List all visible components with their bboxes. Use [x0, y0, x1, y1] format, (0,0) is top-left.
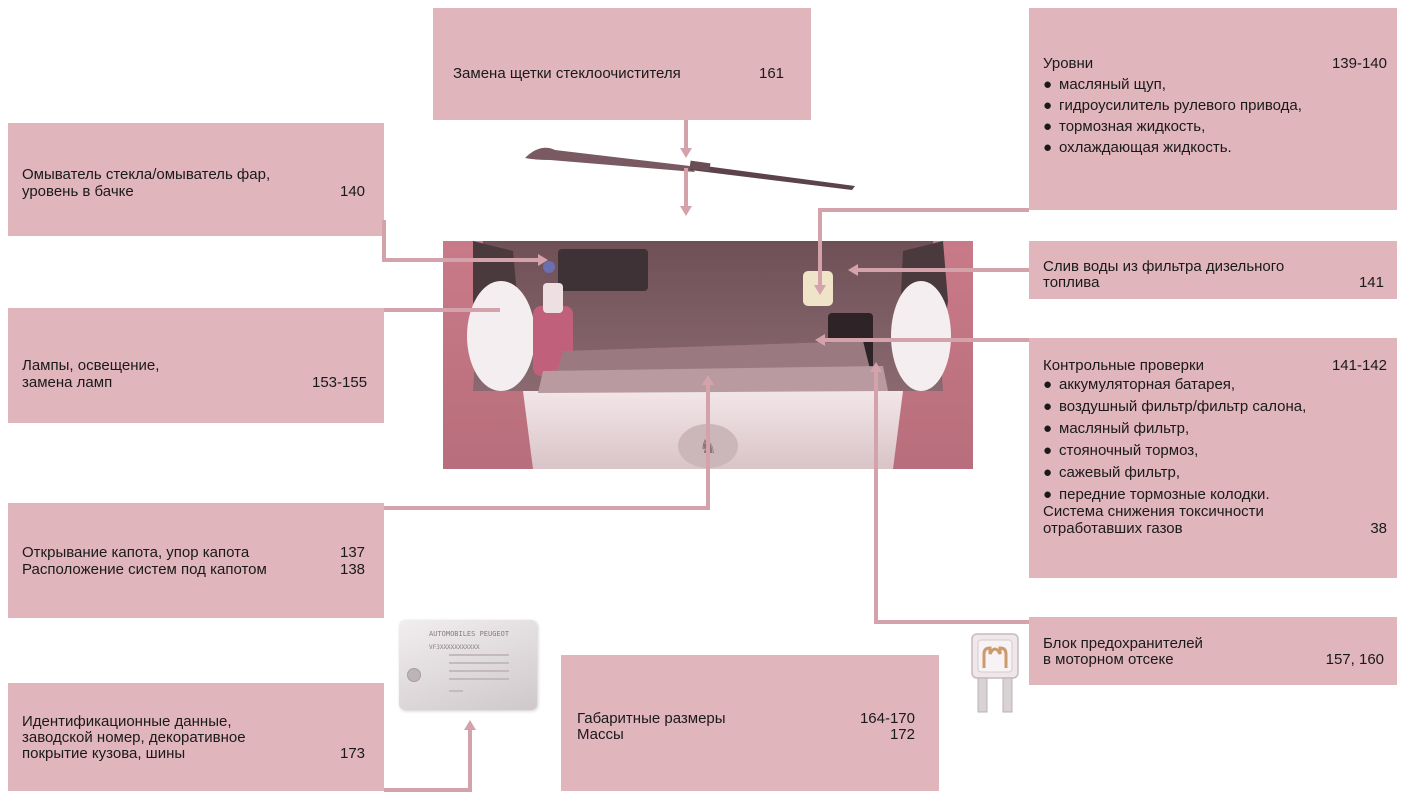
- checks-item: ●воздушный фильтр/фильтр салона,: [1043, 398, 1307, 415]
- wiper-illustration: [525, 147, 855, 190]
- checks-extra-line2: отработавших газов: [1043, 520, 1183, 537]
- dims-row1-label: Габаритные размеры: [577, 710, 726, 727]
- ident-connector: [384, 730, 472, 792]
- levels-item: ●тормозная жидкость,: [1043, 118, 1206, 135]
- plate-body: AUTOMOBILES PEUGEOT VF3XXXXXXXXXXX: [399, 620, 537, 710]
- plate-vin: VF3XXXXXXXXXXX: [429, 644, 480, 651]
- fuse-line1: Блок предохранителей: [1043, 635, 1203, 652]
- lamps-panel: Лампы, освещение, замена ламп 153-155: [8, 308, 384, 423]
- bonnet-panel: Открывание капота, упор капота 137 Распо…: [8, 503, 384, 618]
- levels-title: Уровни: [1043, 55, 1094, 72]
- ident-panel: Идентификационные данные, заводской номе…: [8, 683, 384, 791]
- svg-text:♞: ♞: [699, 434, 717, 458]
- ident-line3: покрытие кузова, шины: [22, 745, 186, 762]
- arrowhead-icon: [464, 720, 476, 730]
- bonnet-row1-label: Открывание капота, упор капота: [22, 544, 250, 561]
- checks-panel: Контрольные проверки 141-142 ●аккумулято…: [1029, 338, 1397, 578]
- ident-line1: Идентификационные данные,: [22, 713, 232, 730]
- lamps-page: 153-155: [312, 374, 368, 391]
- ident-line2: заводской номер, декоративное: [22, 729, 246, 746]
- checks-page: 141-142: [1331, 357, 1387, 374]
- fuse-panel: Блок предохранителей в моторном отсеке 1…: [1029, 617, 1397, 685]
- dims-row2-page: 172: [889, 726, 915, 743]
- fuse-icon: [971, 633, 1019, 713]
- drain-line2: топлива: [1043, 274, 1100, 291]
- checks-header: Контрольные проверки 141-142: [1043, 357, 1387, 374]
- wiper-label: Замена щетки стеклоочистителя: [453, 65, 681, 82]
- checks-item: ●передние тормозные колодки.: [1043, 486, 1270, 503]
- wiper-panel: Замена щетки стеклоочистителя 161: [433, 8, 811, 120]
- checks-extra-page: 38: [1370, 520, 1387, 537]
- arrowhead-icon: [680, 206, 692, 216]
- drain-line1: Слив воды из фильтра дизельного: [1043, 258, 1285, 275]
- bonnet-row2-label: Расположение систем под капотом: [22, 561, 267, 578]
- washer-line1: Омыватель стекла/омыватель фар,: [22, 166, 271, 183]
- engine-bay-photo: ♞: [443, 241, 973, 469]
- fuse-page: 157, 160: [1325, 651, 1384, 668]
- plate-line: [449, 662, 509, 664]
- wiper-page: 161: [759, 65, 785, 82]
- vin-plate-image: AUTOMOBILES PEUGEOT VF3XXXXXXXXXXX: [399, 620, 539, 712]
- drain-page: 141: [1358, 274, 1384, 291]
- washer-panel: Омыватель стекла/омыватель фар, уровень …: [8, 123, 384, 236]
- levels-item: ●масляный щуп,: [1043, 76, 1166, 93]
- engine-bay-illustration: ♞: [443, 241, 973, 469]
- checks-extra-row: отработавших газов 38: [1043, 520, 1387, 537]
- checks-item: ●сажевый фильтр,: [1043, 464, 1181, 481]
- fuse-line2: в моторном отсеке: [1043, 651, 1174, 668]
- lamps-line1: Лампы, освещение,: [22, 357, 160, 374]
- rivet-icon: [407, 668, 421, 682]
- dims-panel: Габаритные размеры 164-170 Массы 172: [561, 655, 939, 791]
- levels-header: Уровни 139-140: [1043, 55, 1387, 72]
- washer-line2: уровень в бачке: [22, 183, 134, 200]
- bonnet-row1-page: 137: [340, 544, 366, 561]
- levels-page: 139-140: [1331, 55, 1387, 72]
- fuse-image: [966, 630, 1024, 716]
- dims-row1-page: 164-170: [859, 710, 915, 727]
- dims-row2-label: Массы: [577, 726, 624, 743]
- levels-item: ●гидроусилитель рулевого привода,: [1043, 97, 1302, 114]
- washer-page: 140: [340, 183, 366, 200]
- wiper-blade-image: [520, 138, 860, 193]
- checks-item: ●аккумуляторная батарея,: [1043, 376, 1236, 393]
- ident-page: 173: [340, 745, 366, 762]
- plate-maker: AUTOMOBILES PEUGEOT: [429, 630, 510, 638]
- plate-line: [449, 678, 509, 680]
- drain-panel: Слив воды из фильтра дизельного топлива …: [1029, 241, 1397, 299]
- plate-line: [449, 654, 509, 656]
- checks-item: ●стояночный тормоз,: [1043, 442, 1199, 459]
- lamps-line2: замена ламп: [22, 374, 113, 391]
- levels-item: ●охлаждающая жидкость.: [1043, 139, 1232, 156]
- levels-panel: Уровни 139-140 ●масляный щуп, ●гидроусил…: [1029, 8, 1397, 210]
- checks-item: ●масляный фильтр,: [1043, 420, 1190, 437]
- checks-extra-line1: Система снижения токсичности: [1043, 503, 1264, 520]
- checks-title: Контрольные проверки: [1043, 357, 1204, 374]
- bonnet-row2-page: 138: [340, 561, 366, 578]
- plate-line: [449, 670, 509, 672]
- plate-line: [449, 690, 463, 692]
